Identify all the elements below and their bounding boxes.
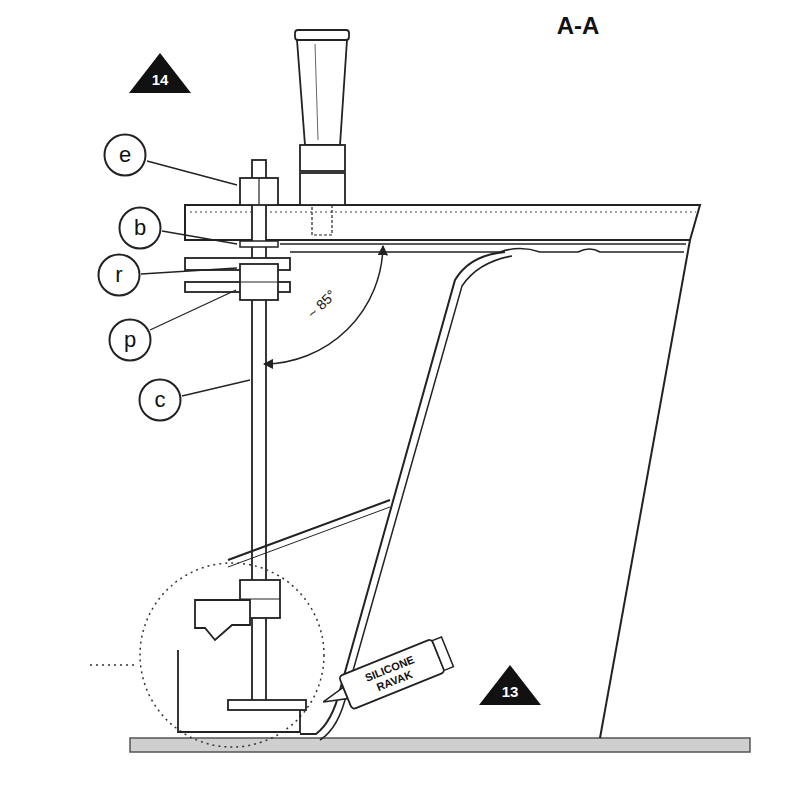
detail-pointer (90, 664, 138, 666)
triangle-shape (479, 665, 541, 705)
nut (240, 178, 278, 205)
foot-plate (228, 700, 306, 710)
tube-body (339, 639, 445, 710)
callout-letter: p (108, 318, 152, 362)
bath-wall (300, 252, 505, 734)
nut-edge (258, 178, 259, 205)
callout-letter: c (138, 378, 182, 422)
callout-letter: e (119, 143, 131, 167)
callout-number: 13 (502, 684, 519, 701)
leg-cap (295, 30, 349, 40)
break-line (228, 500, 390, 560)
nut (300, 173, 345, 205)
leader-line (150, 290, 236, 330)
nut-edge (240, 281, 278, 282)
silicone-tube (316, 635, 454, 719)
leader-line (141, 268, 237, 274)
section-title: A-A (555, 12, 602, 40)
callout-letter: b (134, 216, 146, 240)
nut (300, 145, 345, 171)
bolt-hidden (312, 205, 332, 235)
floor (130, 738, 750, 752)
leader-line (162, 231, 237, 244)
circle-shape (99, 255, 140, 296)
detail-circle (140, 563, 324, 747)
leg-shade (315, 44, 318, 140)
callout-letter: p (124, 328, 136, 352)
tube-label: SILICONE RAVAK (352, 649, 432, 701)
washer (240, 241, 278, 247)
step-marker: 13 (478, 664, 542, 706)
callout-letter: b (118, 206, 162, 250)
callout-letter: e (103, 133, 147, 177)
leader-line (147, 161, 237, 185)
circle-shape (110, 320, 151, 361)
panel-edge (600, 240, 690, 738)
callout-letter: c (155, 388, 166, 412)
callout-letter: r (97, 253, 141, 297)
callout-number: 14 (152, 72, 169, 89)
channel (178, 650, 300, 732)
nut (240, 264, 278, 300)
shell-line (280, 243, 686, 245)
circle-shape (140, 380, 181, 421)
triangle-shape (129, 53, 191, 93)
break-line (228, 507, 390, 567)
section-marker: 14 (128, 52, 192, 94)
angle-dimension: ~ 85° (303, 285, 341, 323)
tube-cap (432, 637, 453, 670)
callout-letter: r (115, 263, 122, 287)
leader-line (182, 380, 250, 396)
circle-shape (105, 135, 146, 176)
angle-arc (264, 246, 383, 364)
bracket (195, 600, 250, 640)
circle-shape (120, 208, 161, 249)
leg-body (297, 40, 347, 145)
shell-line (290, 249, 684, 253)
